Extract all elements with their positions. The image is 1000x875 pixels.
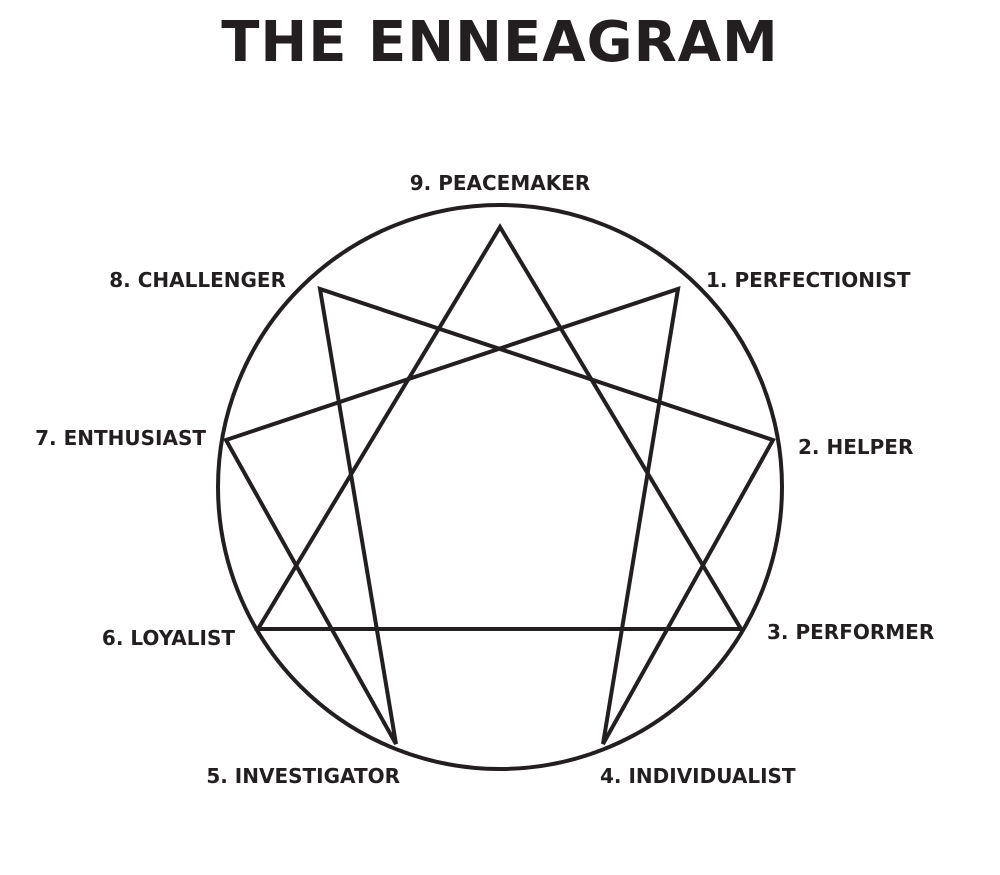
type-5-label: 5. INVESTIGATOR [206, 764, 400, 788]
type-3-label: 3. PERFORMER [767, 620, 934, 644]
page-title: THE ENNEAGRAM [221, 10, 779, 75]
inner-hexad [223, 286, 776, 745]
type-6-label: 6. LOYALIST [102, 626, 235, 650]
type-1-label: 1. PERFECTIONIST [706, 268, 911, 292]
inner-triangle [254, 223, 745, 631]
enneagram-circle [216, 203, 784, 771]
type-2-label: 2. HELPER [798, 435, 913, 459]
type-7-label: 7. ENTHUSIAST [35, 426, 206, 450]
type-4-label: 4. INDIVIDUALIST [600, 764, 796, 788]
type-9-label: 9. PEACEMAKER [410, 171, 591, 195]
type-8-label: 8. CHALLENGER [109, 268, 286, 292]
